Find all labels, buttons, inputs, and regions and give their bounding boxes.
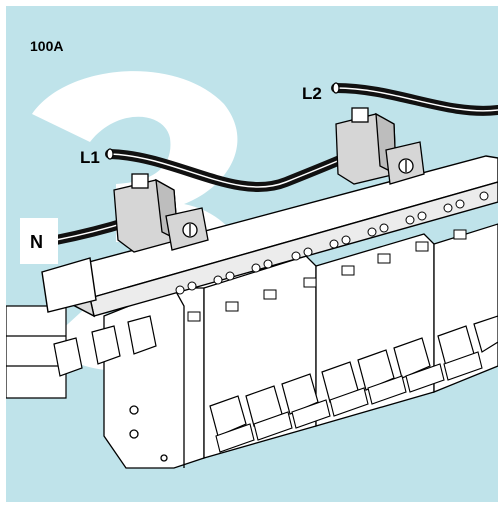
connector-n-l1 <box>113 173 209 253</box>
phase-l2-label: L2 <box>302 84 322 103</box>
illustration-panel: 100A L2 L1 N <box>6 6 498 502</box>
neutral-label-box <box>20 218 58 264</box>
breaker-toggles <box>209 315 498 437</box>
rating-label: 100A <box>30 38 64 54</box>
busbar-installation-drawing <box>6 71 498 469</box>
comb-screws <box>175 191 489 295</box>
side-clamps <box>53 315 157 377</box>
breaker-grips <box>215 351 483 453</box>
neutral-label: N <box>30 232 43 252</box>
terminal-tabs <box>187 229 467 322</box>
cable-ends <box>106 82 340 160</box>
din-rail <box>6 305 67 399</box>
connector-l2 <box>335 107 425 185</box>
phase-l1-label: L1 <box>80 148 100 167</box>
